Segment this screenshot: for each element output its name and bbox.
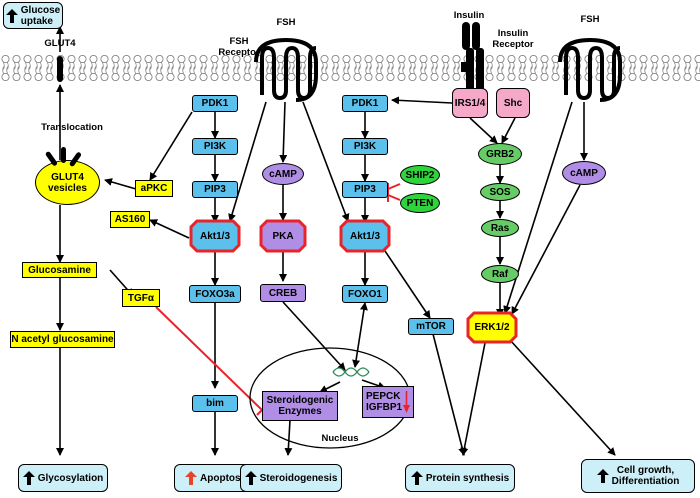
steroidogenic-enzymes-box: Steroidogenic Enzymes (262, 391, 338, 421)
bim-box: bim (192, 395, 238, 412)
translocation-label: Translocation (41, 122, 103, 133)
shc-box: Shc (496, 88, 530, 118)
apoptosis-label: Apoptosis (200, 472, 249, 484)
mtor-box: mTOR (408, 318, 454, 335)
raf-ellipse: Raf (481, 265, 519, 283)
up-arrow-icon (22, 471, 35, 485)
vesicle-transporters-icon (45, 147, 82, 167)
nucleus-label: Nucleus (321, 433, 359, 444)
pi3k-box-2: PI3K (342, 138, 388, 155)
protein-synthesis-box: Protein synthesis (405, 464, 515, 492)
insulin-receptor-label: Insulin Receptor (492, 28, 534, 50)
pepck-box: PEPCK IGFBP1 (362, 386, 414, 418)
pip3-box-2: PIP3 (342, 181, 388, 198)
cell-growth-label: Cell growth, Differentiation (611, 465, 680, 487)
down-arrow-icon (403, 391, 410, 413)
insulin-receptor (461, 22, 484, 98)
steroidogenesis-label: Steroidogenesis (259, 472, 338, 484)
cell-membrane (0, 55, 700, 81)
as160-box: AS160 (110, 211, 150, 228)
up-arrow-icon (410, 471, 423, 485)
pip3-box-1: PIP3 (192, 181, 238, 198)
pi3k-box-1: PI3K (192, 138, 238, 155)
up-arrow-icon (244, 471, 257, 485)
insulin-label: Insulin (453, 10, 485, 21)
up-arrow-icon (185, 471, 198, 485)
glycosylation-label: Glycosylation (37, 472, 104, 484)
camp-ellipse-2: cAMP (562, 161, 606, 185)
creb-box: CREB (260, 284, 306, 302)
steroidogenesis-box: Steroidogenesis (240, 464, 342, 492)
foxo3a-box: FOXO3a (189, 285, 241, 303)
pepck-label: PEPCK IGFBP1 (366, 391, 403, 413)
up-arrow-icon (596, 469, 609, 483)
fsh-right-label: FSH (580, 14, 600, 25)
glucosamine-box: Glucosamine (22, 262, 97, 278)
sos-ellipse: SOS (480, 183, 520, 201)
pten-ellipse: PTEN (400, 193, 440, 213)
protein-synthesis-label: Protein synthesis (425, 472, 510, 484)
akt-octagon-2 (339, 219, 391, 253)
pka-label: PKA (272, 231, 294, 242)
camp-ellipse-1: cAMP (262, 163, 304, 185)
glut4-vesicles: GLUT4 vesicles (35, 160, 100, 205)
fsh-receptor-left (254, 37, 318, 102)
ship2-ellipse: SHIP2 (400, 165, 440, 185)
fsh-receptor-label: FSH Receptor (218, 36, 260, 58)
ras-ellipse: Ras (481, 219, 519, 237)
akt-octagon-1 (189, 219, 241, 253)
foxo1-box: FOXO1 (342, 285, 388, 303)
dna-icon (332, 367, 370, 377)
up-arrow-icon (5, 8, 18, 23)
glucose-uptake-label: Glucose uptake (20, 4, 61, 27)
cell-growth-box: Cell growth, Differentiation (581, 459, 695, 493)
irs-box: IRS1/4 (452, 88, 488, 118)
glut4-transporter (57, 56, 63, 82)
grb2-ellipse: GRB2 (478, 143, 522, 165)
erk-label: ERK1/2 (474, 322, 510, 333)
glut4-vesicles-label: GLUT4 vesicles (48, 171, 87, 194)
glucose-uptake-box: Glucose uptake (3, 2, 63, 29)
apkc-box: aPKC (135, 180, 173, 197)
pdk1-box-2: PDK1 (342, 95, 388, 112)
erk-octagon (466, 311, 518, 344)
akt-label-1: Akt1/3 (199, 231, 230, 242)
nacetyl-box: N acetyl glucosamine (10, 331, 115, 348)
foxo1-nucleus-arrow (352, 302, 368, 368)
fsh-left-label: FSH (276, 17, 296, 28)
glycosylation-box: Glycosylation (18, 464, 108, 492)
pka-octagon (259, 219, 307, 253)
pdk1-box-1: PDK1 (192, 95, 238, 112)
glut4-label: GLUT4 (44, 38, 76, 49)
akt-label-2: Akt1/3 (349, 231, 380, 242)
tgfa-box: TGFα (122, 289, 160, 307)
fsh-receptor-right (558, 37, 622, 102)
